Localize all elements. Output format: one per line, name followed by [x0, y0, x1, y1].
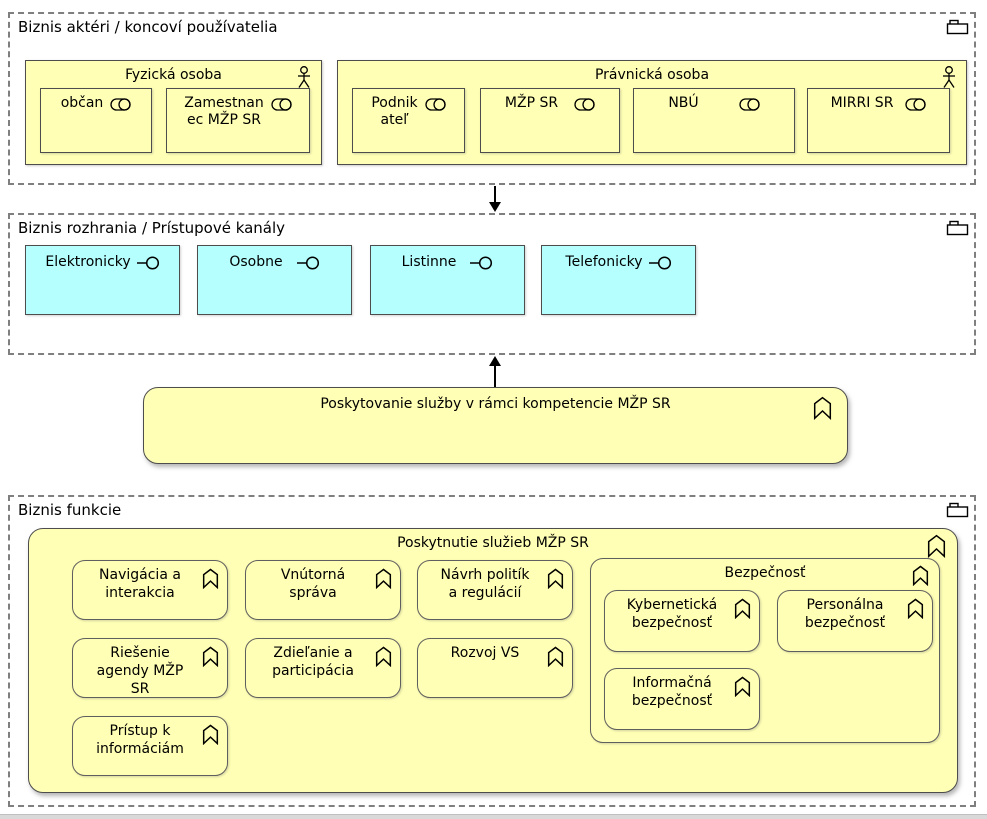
interface-listinne[interactable]: Listinne — [370, 245, 525, 315]
role-icon — [739, 98, 760, 111]
function-label: Personálna bezpečnosť — [804, 597, 886, 631]
role-zamestnanec-mzp-sr[interactable]: Zamestnan ec MŽP SR — [166, 88, 310, 153]
section-title: Biznis funkcie — [18, 501, 122, 519]
actor-label: Fyzická osoba — [125, 67, 222, 83]
role-label: Zamestnan ec MŽP SR — [184, 95, 264, 128]
function-label: Zdieľanie a participácia — [272, 645, 354, 679]
function-label: Prístup k informáciám — [96, 723, 184, 757]
role-label: MŽP SR — [504, 95, 559, 111]
function-icon — [202, 568, 219, 589]
interface-icon — [648, 255, 672, 270]
interface-label: Osobne — [229, 254, 283, 270]
folder-icon — [946, 502, 969, 518]
function-kyberneticka-bezpecnost[interactable]: Kybernetická bezpečnosť — [604, 590, 760, 652]
actor-icon — [297, 66, 311, 89]
role-label: občan — [60, 95, 104, 111]
actor-icon — [942, 66, 956, 89]
function-label: Bezpečnosť — [724, 565, 806, 581]
role-icon — [574, 98, 595, 111]
function-informacna-bezpecnost[interactable]: Informačná bezpečnosť — [604, 668, 760, 730]
function-label: Informačná bezpečnosť — [631, 675, 713, 709]
interface-telefonicky[interactable]: Telefonicky — [541, 245, 696, 315]
interface-icon — [296, 255, 320, 270]
role-mzp-sr[interactable]: MŽP SR — [480, 88, 620, 153]
function-icon — [547, 646, 564, 667]
section-channels: Biznis rozhrania / Prístupové kanály — [8, 213, 976, 355]
function-label: Vnútorná správa — [280, 567, 346, 601]
role-icon — [905, 98, 927, 111]
function-icon — [375, 646, 392, 667]
role-obcan[interactable]: občan — [40, 88, 152, 153]
role-mirri-sr[interactable]: MIRRI SR — [807, 88, 950, 153]
section-business-functions: Biznis funkcie — [8, 495, 976, 807]
interface-osobne[interactable]: Osobne — [197, 245, 352, 315]
function-icon — [912, 565, 929, 586]
function-icon — [202, 646, 219, 667]
role-icon — [424, 98, 446, 111]
role-label: Podnik ateľ — [371, 95, 418, 128]
function-pristup-k-informaciam[interactable]: Prístup k informáciám — [72, 716, 228, 776]
role-podnikatel[interactable]: Podnik ateľ — [352, 88, 465, 153]
section-title: Biznis rozhrania / Prístupové kanály — [18, 219, 286, 237]
interface-label: Elektronicky — [45, 254, 131, 270]
interface-elektronicky[interactable]: Elektronicky — [25, 245, 180, 315]
window-bottom-edge — [0, 814, 987, 819]
function-label: Rozvoj VS — [450, 645, 520, 661]
function-icon — [375, 568, 392, 589]
interface-label: Listinne — [401, 254, 457, 270]
actor-label: Právnická osoba — [594, 67, 710, 83]
role-icon — [110, 98, 131, 111]
role-icon — [271, 98, 292, 111]
function-icon — [547, 568, 564, 589]
function-label: Návrh politík a regulácií — [440, 567, 530, 601]
interface-icon — [470, 255, 493, 270]
business-service-poskytovanie-sluzby[interactable]: Poskytovanie služby v rámci kompetencie … — [143, 387, 848, 464]
role-nbu[interactable]: NBÚ — [633, 88, 795, 153]
function-riesenie-agendy-mzp-sr[interactable]: Riešenie agendy MŽP SR — [72, 638, 228, 698]
role-label: NBÚ — [668, 95, 699, 111]
service-label: Poskytovanie služby v rámci kompetencie … — [320, 396, 671, 412]
function-zdielanie-a-participacia[interactable]: Zdieľanie a participácia — [245, 638, 401, 698]
function-vnutorna-sprava[interactable]: Vnútorná správa — [245, 560, 401, 620]
function-navrh-politik-a-regulacii[interactable]: Návrh politík a regulácií — [417, 560, 573, 620]
function-label: Riešenie agendy MŽP SR — [96, 645, 184, 697]
function-icon — [813, 396, 832, 420]
arrow-line — [494, 365, 496, 388]
function-icon — [734, 676, 751, 697]
section-business-actors: Biznis aktéri / koncoví používatelia — [8, 12, 976, 185]
folder-icon — [946, 220, 969, 236]
function-icon — [927, 534, 946, 558]
function-navigacia-a-interakcia[interactable]: Navigácia a interakcia — [72, 560, 228, 620]
role-label: MIRRI SR — [830, 95, 894, 111]
function-label: Navigácia a interakcia — [99, 567, 181, 601]
function-rozvoj-vs[interactable]: Rozvoj VS — [417, 638, 573, 698]
interface-label: Telefonicky — [565, 254, 643, 270]
arrow-up-icon — [489, 356, 501, 366]
interface-icon — [136, 255, 160, 270]
function-label: Kybernetická bezpečnosť — [626, 597, 718, 631]
section-title: Biznis aktéri / koncoví používatelia — [18, 18, 278, 36]
function-icon — [202, 724, 219, 745]
arrow-down-icon — [489, 202, 501, 212]
function-icon — [907, 598, 924, 619]
function-personalna-bezpecnost[interactable]: Personálna bezpečnosť — [777, 590, 933, 652]
function-label: Poskytnutie služieb MŽP SR — [397, 535, 589, 551]
function-icon — [734, 598, 751, 619]
folder-icon — [946, 19, 969, 35]
arrow-line — [494, 186, 496, 204]
